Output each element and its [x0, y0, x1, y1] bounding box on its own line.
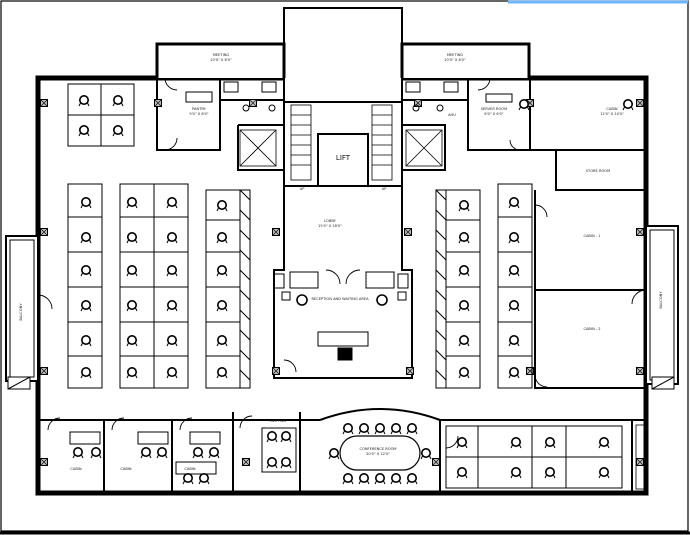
doors: [37, 77, 647, 449]
balcony-left: [5, 235, 39, 382]
cabin-bottom-1-label: CABIN: [70, 467, 81, 471]
cabin-bottom-3-label: CABIN: [184, 467, 195, 471]
room-labels: LIFT MEETING 10'0" X 8'0" MEETING 10'0" …: [19, 53, 663, 471]
workstations: [67, 83, 623, 489]
store-room-label: STORE ROOM: [586, 169, 610, 173]
cabin-bottom-2-label: CABIN: [120, 467, 131, 471]
lift-label: LIFT: [336, 154, 351, 162]
meeting-bottom-label: MEETING: [270, 419, 287, 423]
conference-table: [328, 422, 432, 485]
interior-walls: [38, 78, 646, 493]
cabin-right-top-dim: 12'0" X 10'0": [600, 112, 624, 116]
lobby-dim: 15'0" X 18'0": [318, 224, 342, 228]
lobby-label: LOBBY: [324, 219, 336, 223]
meeting-top-right-dim: 10'0" X 8'0": [444, 58, 466, 62]
cabin-right-top-label: CABIN: [606, 107, 617, 111]
conference-dim: 20'0" X 12'0": [366, 452, 390, 456]
meeting-top-left-label: MEETING: [213, 53, 230, 57]
stair-up-right-label: UP: [382, 187, 388, 191]
conference-label: CONFERENCE ROOM: [360, 447, 397, 451]
stair-up-left-label: UP: [300, 187, 306, 191]
balcony-right-label: BALCONY: [659, 291, 663, 309]
cabin-2-label: CABIN - 2: [583, 327, 600, 331]
cabin-1-label: CABIN - 1: [583, 234, 600, 238]
server-room-dim: 8'0" X 6'0": [484, 112, 504, 116]
pantry-label: PANTRY: [192, 107, 207, 111]
balcony-left-label: BALCONY: [19, 303, 23, 321]
meeting-top-left-dim: 10'0" X 8'0": [210, 58, 232, 62]
reception-furniture: [273, 271, 409, 361]
reception-label: RECEPTION AND WAITING AREA: [311, 297, 369, 301]
server-room-label: SERVER ROOM: [481, 107, 507, 111]
ahu-label: AHU: [448, 113, 456, 117]
pantry-dim: 9'0" X 8'0": [189, 112, 209, 116]
meeting-top-right-label: MEETING: [447, 53, 464, 57]
toilet-fixtures: [185, 81, 513, 112]
